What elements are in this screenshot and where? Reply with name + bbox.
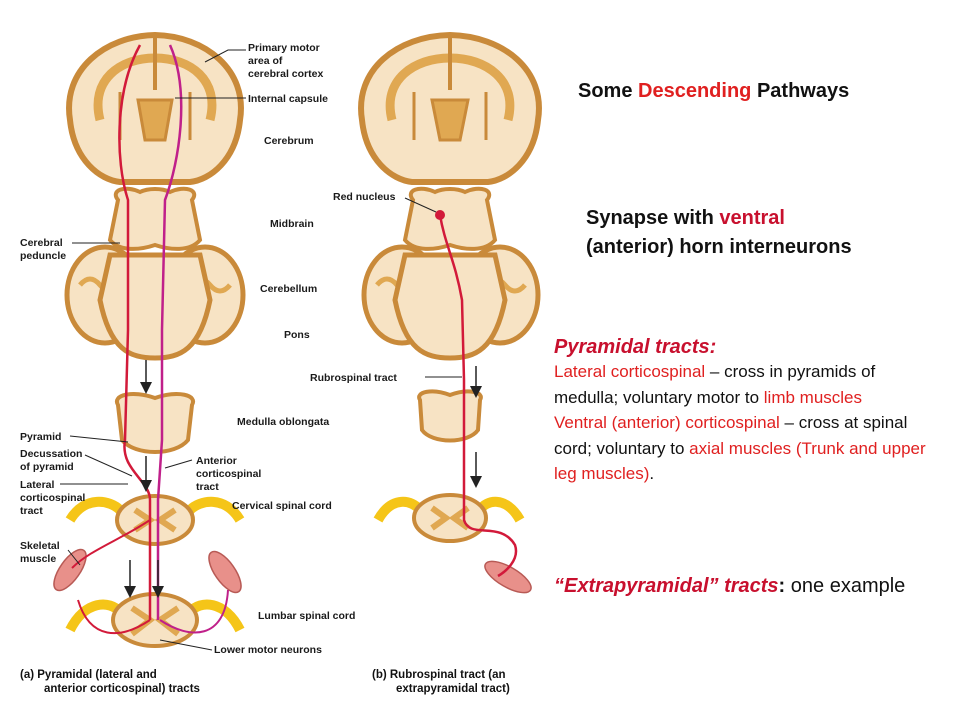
panel-a-pyramidal: Primary motor area of cerebral cortex In… [20,31,355,695]
label-lower-motor: Lower motor neurons [214,644,322,656]
skeletal-muscle-left-a [53,548,87,592]
label-lumbar: Lumbar spinal cord [258,610,355,622]
cervical-cord-b [373,493,525,543]
midbrain-b [402,186,498,251]
label-primary-motor: Primary motor area of cerebral cortex [248,42,323,80]
medulla-b [417,389,483,443]
cerebrum-a [66,31,244,185]
cervical-cord-a [65,494,245,546]
panel-b-rubrospinal: Red nucleus Rubrospinal tract (b) Rubros… [310,31,542,695]
label-cerebrum: Cerebrum [264,135,314,147]
cerebellum-pons-b [361,244,541,361]
label-internal-capsule: Internal capsule [248,93,328,105]
label-rubrospinal-tract: Rubrospinal tract [310,372,397,384]
label-pons: Pons [284,329,310,341]
synapse-note: Synapse with ventral (anterior) horn int… [586,207,852,258]
label-pyramid: Pyramid [20,431,61,443]
pyramidal-tracts-section: Pyramidal tracts: Lateral corticospinal … [554,336,934,487]
cerebellum-pons-a [64,244,246,361]
skeletal-muscle-right-a [208,550,242,594]
rubrospinal-path [438,214,518,578]
anterior-corticospinal-path [156,44,183,620]
cerebrum-b [358,31,542,185]
label-skeletal-muscle: Skeletal muscle [20,540,63,565]
slide-title: Some Descending Pathways [578,80,850,102]
label-anterior-cst: Anterior corticospinal tract [196,455,264,493]
pyramidal-heading: Pyramidal tracts: [554,336,717,358]
lumbar-cord-a [65,592,245,648]
label-decussation: Decussation of pyramid [20,448,85,473]
label-cerebellum: Cerebellum [260,283,317,295]
label-cervical: Cervical spinal cord [232,500,332,512]
label-lateral-cst: Lateral corticospinal tract [20,479,88,517]
label-medulla: Medulla oblongata [237,416,329,428]
midbrain-a [107,186,203,251]
lateral-corticospinal-text: Lateral corticospinal – cross in pyramid… [554,362,876,407]
skeletal-muscle-b [484,560,532,594]
medulla-a [114,392,196,454]
ventral-corticospinal-text: Ventral (anterior) corticospinal – cross… [554,413,926,483]
caption-b: (b) Rubrospinal tract (an extrapyramidal… [372,669,510,695]
label-midbrain: Midbrain [270,218,314,230]
lower-motor-neuron-right [159,589,229,634]
label-cerebral-peduncle: Cerebral peduncle [20,237,66,262]
extrapyramidal-section: “Extrapyramidal” tracts: one example [554,575,906,597]
caption-a: (a) Pyramidal (lateral and anterior cort… [20,669,200,695]
extrapyramidal-heading: “Extrapyramidal” tracts [554,575,779,597]
label-red-nucleus: Red nucleus [333,191,396,203]
